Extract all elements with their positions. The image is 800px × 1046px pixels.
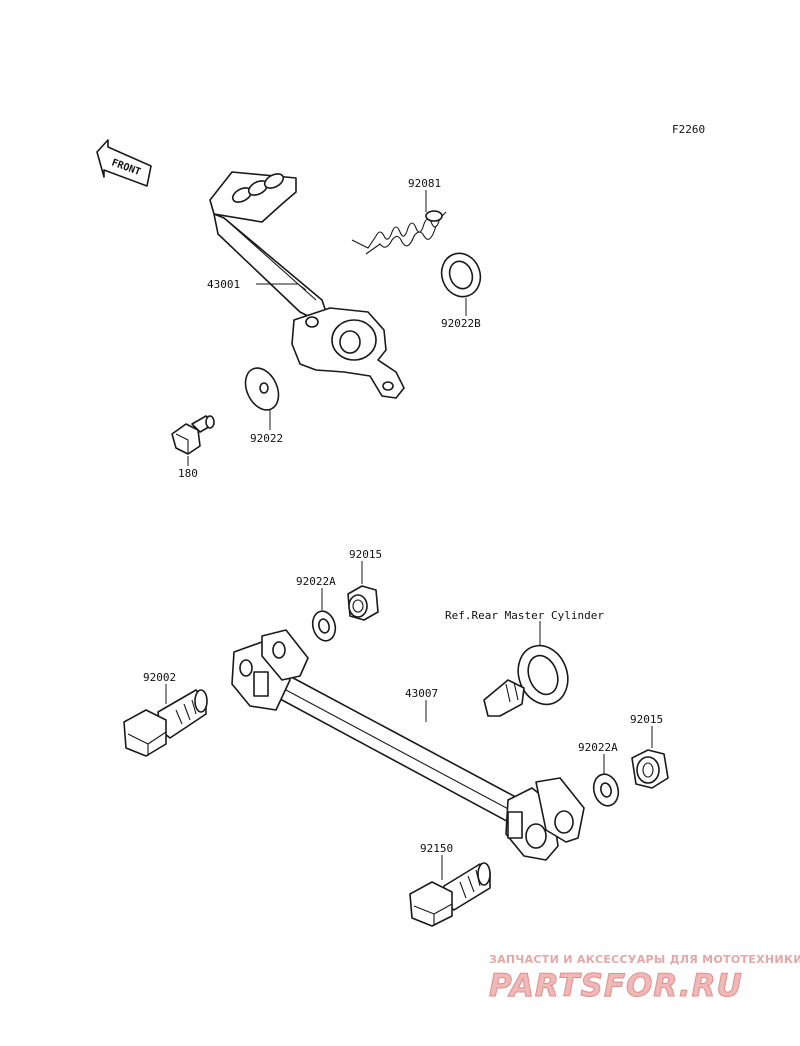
spring-92081 [351,210,447,255]
rear-master-cylinder-ref [483,644,569,717]
label-92022A-top: 92022A [296,575,336,588]
label-92015-right: 92015 [630,713,663,726]
label-92150: 92150 [420,842,453,855]
bolt-92002 [123,689,208,757]
label-43007: 43007 [405,687,438,700]
watermark-brand: PARTSFOR.RU [489,968,743,1004]
washer-92022A-top [311,610,337,642]
brake-pedal-43001 [209,171,405,399]
washer-92022 [244,367,280,411]
nut-92015-right [631,749,669,789]
label-ref-rear-master-cylinder: Ref.Rear Master Cylinder [445,609,604,622]
label-92022: 92022 [250,432,283,445]
watermark: ЗАПЧАСТИ И АКСЕССУАРЫ ДЛЯ МОТОТЕХНИКИ PA… [489,953,800,1005]
washer-92022B [440,252,482,298]
rod-43007 [231,629,585,861]
bolt-180 [171,415,215,455]
watermark-tagline: ЗАПЧАСТИ И АКСЕССУАРЫ ДЛЯ МОТОТЕХНИКИ [489,953,800,966]
figure-code: F2260 [672,123,705,136]
washer-92022A-right [592,773,620,807]
label-92022A-right: 92022A [578,741,618,754]
label-92015-top: 92015 [349,548,382,561]
label-43001: 43001 [207,278,240,291]
label-92081: 92081 [408,177,441,190]
nut-92015-top [347,585,379,621]
bolt-92150 [409,862,491,927]
front-arrow-icon: FRONT [96,139,152,187]
label-92002: 92002 [143,671,176,684]
leader-lines [165,190,653,880]
label-92022B: 92022B [441,317,481,330]
label-180: 180 [178,467,198,480]
